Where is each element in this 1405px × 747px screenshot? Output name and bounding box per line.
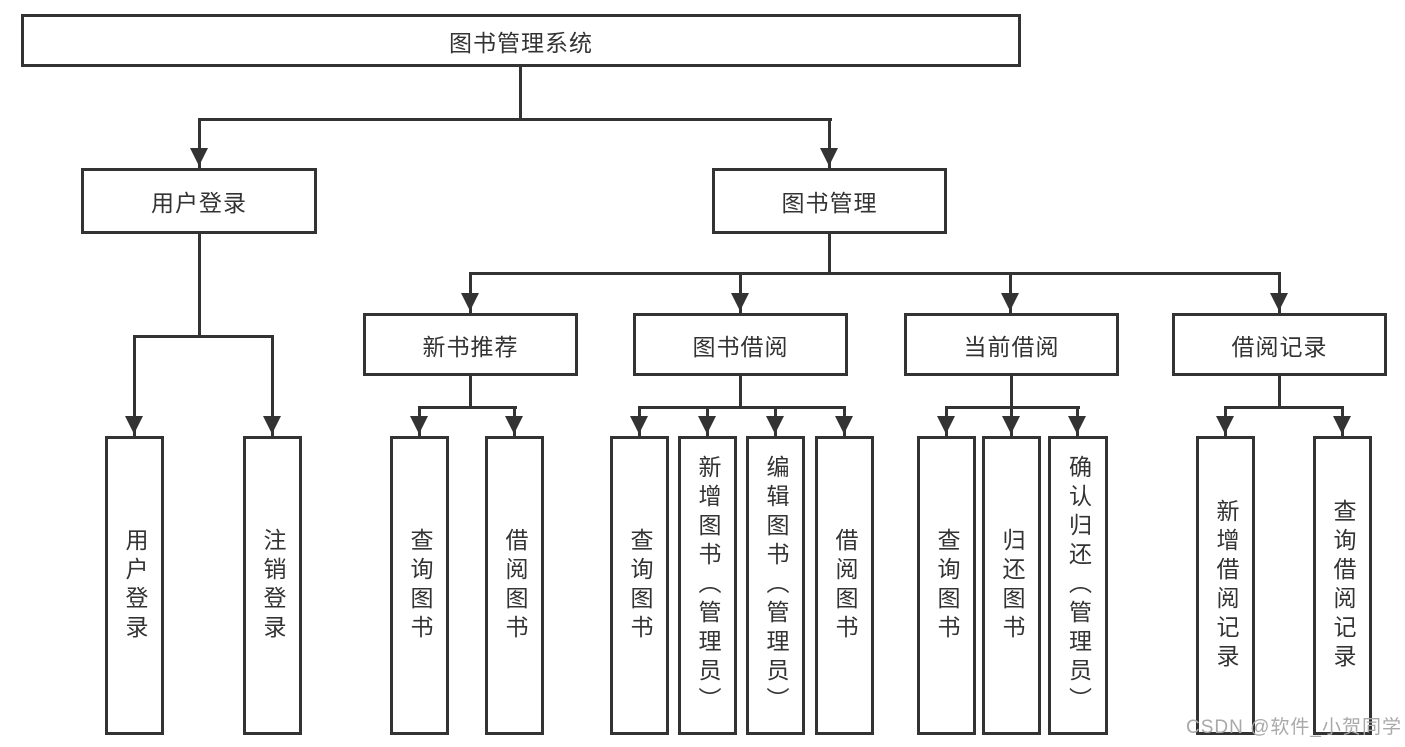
leaf-user-login: 用户登录 <box>105 436 164 735</box>
arrow-down-icon <box>1068 416 1086 434</box>
arrow-down-icon <box>190 148 208 166</box>
arrow-down-icon <box>1270 293 1288 311</box>
node-current-borrowing: 当前借阅 <box>904 313 1119 376</box>
arrow-down-icon <box>731 293 749 311</box>
node-user-login: 用户登录 <box>81 168 317 234</box>
connector-line <box>1278 376 1281 406</box>
leaf-search-books-current: 查询图书 <box>917 436 976 735</box>
leaf-edit-books-admin-label: 编辑图书（管理员） <box>763 455 789 716</box>
watermark: CSDN @软件_小贺同学 <box>1186 717 1402 738</box>
connector-line <box>638 406 846 409</box>
leaf-add-borrow-record-label: 新增借阅记录 <box>1213 498 1239 673</box>
leaf-add-books-admin-label: 新增图书（管理员） <box>695 455 721 716</box>
connector-line <box>1278 272 1281 313</box>
arrow-down-icon <box>1001 293 1019 311</box>
leaf-logout-label: 注销登录 <box>260 527 286 644</box>
arrow-down-icon <box>1002 416 1020 434</box>
leaf-borrow-books-borrowing-label: 借阅图书 <box>832 527 858 644</box>
leaf-return-books-label: 归还图书 <box>999 527 1025 644</box>
leaf-borrow-books-recommend: 借阅图书 <box>485 436 544 735</box>
connector-line <box>739 376 742 406</box>
leaf-edit-books-admin: 编辑图书（管理员） <box>746 436 805 735</box>
connector-line <box>469 376 472 406</box>
leaf-borrow-books-recommend-label: 借阅图书 <box>502 527 528 644</box>
node-borrowing-records: 借阅记录 <box>1172 313 1387 376</box>
connector-line <box>828 118 831 168</box>
leaf-search-books-recommend-label: 查询图书 <box>407 527 433 644</box>
leaf-borrow-books-borrowing: 借阅图书 <box>815 436 874 735</box>
node-root: 图书管理系统 <box>21 14 1021 67</box>
connector-line <box>198 118 832 121</box>
node-book-borrowing: 图书借阅 <box>633 313 848 376</box>
arrow-down-icon <box>820 148 838 166</box>
connector-line <box>198 233 201 335</box>
arrow-down-icon <box>698 416 716 434</box>
arrow-down-icon <box>835 416 853 434</box>
connector-line <box>198 118 201 168</box>
arrow-down-icon <box>410 416 428 434</box>
connector-line <box>133 335 274 338</box>
connector-line <box>1009 272 1012 313</box>
leaf-search-books-current-label: 查询图书 <box>934 527 960 644</box>
leaf-logout: 注销登录 <box>243 436 302 735</box>
connector-line <box>418 406 517 409</box>
arrow-down-icon <box>937 416 955 434</box>
arrow-down-icon <box>1333 416 1351 434</box>
connector-line <box>469 272 1281 275</box>
connector-line <box>271 335 274 436</box>
arrow-down-icon <box>766 416 784 434</box>
leaf-search-borrow-record: 查询借阅记录 <box>1313 436 1372 735</box>
leaf-search-books-borrowing: 查询图书 <box>610 436 669 735</box>
arrow-down-icon <box>263 416 281 434</box>
connector-line <box>469 272 472 313</box>
connector-line <box>828 233 831 272</box>
leaf-search-borrow-record-label: 查询借阅记录 <box>1330 498 1356 673</box>
connector-line <box>133 335 136 436</box>
connector-line <box>1010 376 1013 406</box>
node-new-book-recommendation: 新书推荐 <box>363 313 578 376</box>
arrow-down-icon <box>1216 416 1234 434</box>
connector-line <box>739 272 742 313</box>
leaf-add-books-admin: 新增图书（管理员） <box>678 436 737 735</box>
leaf-user-login-label: 用户登录 <box>122 527 148 644</box>
leaf-return-books: 归还图书 <box>982 436 1041 735</box>
connector-line <box>1224 406 1344 409</box>
arrow-down-icon <box>630 416 648 434</box>
arrow-down-icon <box>461 293 479 311</box>
arrow-down-icon <box>125 416 143 434</box>
leaf-confirm-return-admin: 确认归还（管理员） <box>1048 436 1108 735</box>
connector-line <box>519 67 522 118</box>
leaf-confirm-return-admin-label: 确认归还（管理员） <box>1065 455 1092 716</box>
leaf-search-books-borrowing-label: 查询图书 <box>627 527 653 644</box>
arrow-down-icon <box>505 416 523 434</box>
leaf-add-borrow-record: 新增借阅记录 <box>1196 436 1255 735</box>
leaf-search-books-recommend: 查询图书 <box>390 436 449 735</box>
node-book-management: 图书管理 <box>712 168 947 234</box>
